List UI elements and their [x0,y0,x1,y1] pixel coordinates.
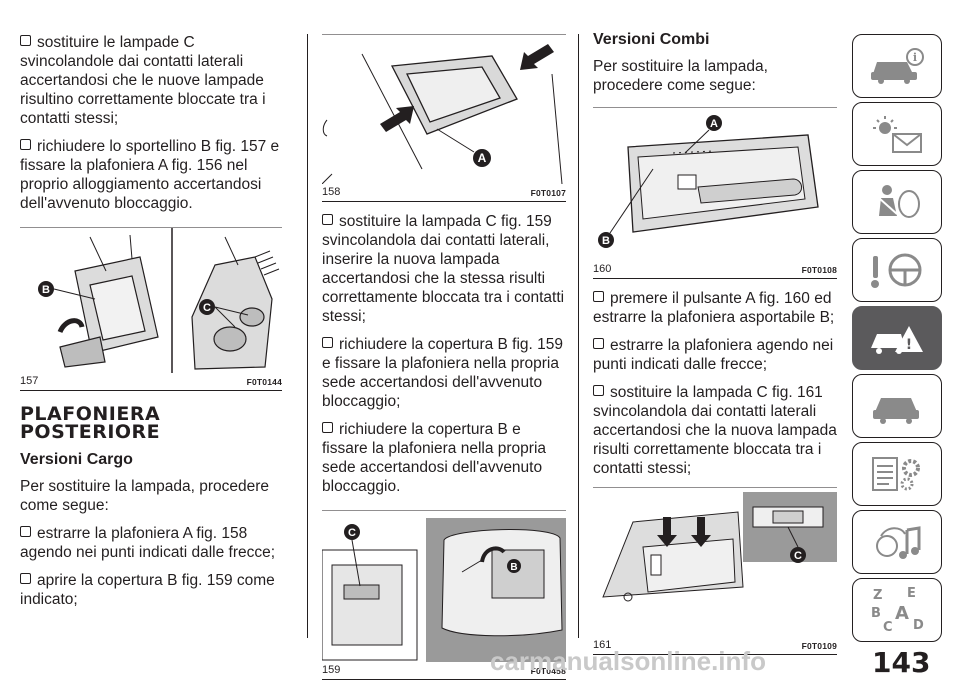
multimedia-icon [876,526,921,559]
tab-emergency[interactable]: ! [852,306,942,370]
index-icon: Z E B A C D [871,586,924,635]
tab-technical-data[interactable] [852,442,942,506]
checkbox-bullet-icon [322,422,333,433]
bullet-item: aprire la copertura B fig. 159 come indi… [20,572,275,608]
checkbox-bullet-icon [20,35,31,46]
car-maintenance-icon [873,398,919,424]
label-C: C [794,550,802,562]
svg-text:C: C [883,620,893,635]
dashboard-lights-icon [873,116,922,153]
label-A: A [710,118,718,130]
bullet-item: sostituire la lampada C fig. 159 svincol… [322,213,565,325]
subheading-combi: Versioni Combi [593,31,710,48]
column-left: sostituire le lampade C svincolandole da… [20,33,282,618]
bullet-item: sostituire la lampada C fig. 161 svincol… [593,384,837,477]
bullet-item: richiudere la copertura B e fissare la p… [322,421,547,495]
column-divider [307,34,308,638]
svg-text:B: B [871,606,881,621]
figure-161-illustration: C [593,487,837,637]
label-B: B [510,562,517,573]
technical-data-icon [872,457,920,491]
figure-159-illustration: C B [322,510,566,662]
figure-caption: 160 F0T0108 [593,261,837,278]
checkbox-bullet-icon [593,291,604,302]
bullet-item: richiudere la copertura B fig. 159 e fis… [322,336,564,410]
svg-text:Z: Z [873,588,882,603]
figure-caption: 161 F0T0109 [593,637,837,654]
emergency-icon: ! [871,326,923,354]
label-C: C [348,527,356,539]
figure-code: F0T0458 [530,666,566,676]
page-number: 143 [872,646,931,679]
tab-multimedia[interactable] [852,510,942,574]
intro-text: Per sostituire la lampada, procedere com… [593,58,768,94]
svg-text:i: i [913,51,917,64]
figure-number: 160 [593,263,612,275]
figure-caption: 157 F0T0144 [20,373,282,390]
figure-158: A 158 F0T0107 [322,34,566,202]
chapter-tabs: i ! [852,34,944,646]
tab-dashboard-lights[interactable] [852,102,942,166]
bullet-item: sostituire le lampade C svincolandole da… [20,34,266,127]
figure-number: 159 [322,664,341,676]
figure-161: C 161 F0T0109 [593,487,837,655]
tab-car-maintenance[interactable] [852,374,942,438]
checkbox-bullet-icon [593,338,604,349]
label-A: A [478,151,487,165]
bullet-item: estrarre la plafoniera agendo nei punti … [593,337,834,373]
checkbox-bullet-icon [593,385,604,396]
checkbox-bullet-icon [20,139,31,150]
label-C: C [203,302,211,314]
figure-160: A B 160 F0T0108 [593,107,837,279]
car-info-icon: i [871,48,924,84]
label-B: B [42,284,50,296]
subheading-cargo: Versioni Cargo [20,451,133,468]
steering-wheel-icon [871,253,922,288]
checkbox-bullet-icon [322,337,333,348]
figure-160-illustration: A B [593,107,837,261]
tab-car-info[interactable]: i [852,34,942,98]
figure-code: F0T0144 [246,377,282,387]
bullet-item: premere il pulsante A fig. 160 ed estrar… [593,290,835,326]
checkbox-bullet-icon [20,573,31,584]
svg-text:A: A [895,603,909,624]
bullet-item: estrarre la plafoniera A fig. 158 agendo… [20,525,276,561]
figure-code: F0T0108 [801,265,837,275]
svg-text:D: D [913,618,924,633]
figure-caption: 159 F0T0458 [322,662,566,679]
watermark-text: carmanualsonline.info [490,646,766,676]
safety-airbag-icon [878,185,920,218]
column-right: Versioni Combi Per sostituire la lampada… [593,31,837,665]
figure-number: 161 [593,639,612,651]
figure-caption: 158 F0T0107 [322,184,566,201]
svg-text:E: E [907,586,916,601]
bullet-item: richiudere lo sportellino B fig. 157 e f… [20,138,280,212]
figure-number: 158 [322,186,341,198]
figure-number: 157 [20,375,39,387]
tab-index[interactable]: Z E B A C D [852,578,942,642]
figure-code: F0T0109 [801,641,837,651]
tab-starting-driving[interactable] [852,238,942,302]
column-middle: A 158 F0T0107 sostituire la lampada C fi… [322,34,566,690]
checkbox-bullet-icon [322,214,333,225]
figure-159: C B 159 F0T0458 [322,510,566,680]
figure-158-illustration: A [322,34,566,184]
figure-code: F0T0107 [530,188,566,198]
column-divider [578,34,579,638]
checkbox-bullet-icon [20,526,31,537]
svg-text:!: ! [906,337,912,353]
tab-safety[interactable] [852,170,942,234]
intro-text: Per sostituire la lampada, procedere com… [20,478,269,514]
figure-157-illustration: B C [20,227,282,373]
figure-157: B C 157 F0T0144 [20,227,282,391]
label-B: B [602,235,610,247]
